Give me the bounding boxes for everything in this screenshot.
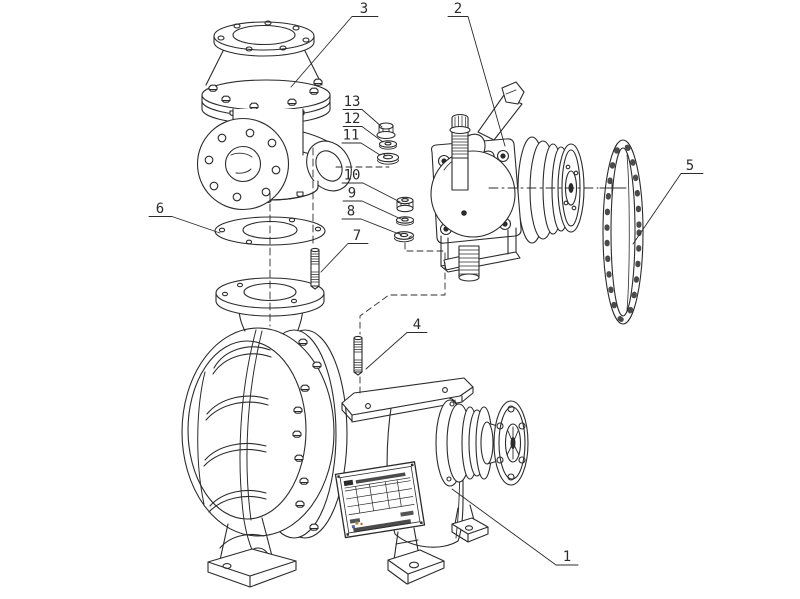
part-3-reducer-tee xyxy=(196,20,352,211)
callout-8: 8 xyxy=(347,204,355,220)
front-flange-bolt-holes xyxy=(204,128,281,202)
callout-11: 11 xyxy=(343,128,360,144)
centerlines xyxy=(269,147,627,397)
part-2-aux-pump xyxy=(430,81,585,282)
part-13-cap-nut xyxy=(376,122,396,140)
callout-leaders xyxy=(148,16,704,566)
leader-10 xyxy=(341,182,401,203)
callout-13: 13 xyxy=(344,94,361,110)
leader-12 xyxy=(342,126,384,143)
leader-3 xyxy=(290,16,379,88)
part-8-spring-washer xyxy=(393,231,415,243)
callout-10: 10 xyxy=(344,168,361,184)
callout-labels: 1 2 3 4 5 6 7 8 9 10 11 12 13 xyxy=(156,1,694,565)
callout-9: 9 xyxy=(348,186,356,202)
volute-casing xyxy=(181,305,348,588)
part-12-washer xyxy=(378,140,398,150)
leader-11 xyxy=(341,142,381,156)
leader-7 xyxy=(320,243,369,273)
leader-9 xyxy=(342,200,402,220)
part-1-engine xyxy=(334,377,529,585)
part-11-spring-washer xyxy=(376,152,400,165)
top-flange-bolt-holes xyxy=(217,20,310,52)
leader-13 xyxy=(342,109,383,128)
callout-5: 5 xyxy=(686,158,694,174)
leader-4 xyxy=(365,332,428,370)
callout-3: 3 xyxy=(360,1,368,17)
leader-1 xyxy=(451,488,579,566)
callout-7: 7 xyxy=(353,228,361,244)
callout-12: 12 xyxy=(344,111,361,127)
callout-4: 4 xyxy=(413,317,421,333)
callout-6: 6 xyxy=(156,201,164,217)
callout-2: 2 xyxy=(454,1,462,17)
leader-8 xyxy=(341,218,400,235)
part-10-nut xyxy=(396,196,414,213)
leader-2 xyxy=(447,16,506,147)
part-5-v-belt xyxy=(602,139,644,325)
volute-foot xyxy=(207,517,297,588)
engine-nameplate xyxy=(334,461,426,539)
part-7-stud xyxy=(310,247,320,290)
part-4-stud xyxy=(353,335,363,376)
leader-6 xyxy=(148,216,221,234)
callout-1: 1 xyxy=(563,549,571,565)
engine-feet xyxy=(387,504,489,585)
leader-5 xyxy=(632,173,704,245)
